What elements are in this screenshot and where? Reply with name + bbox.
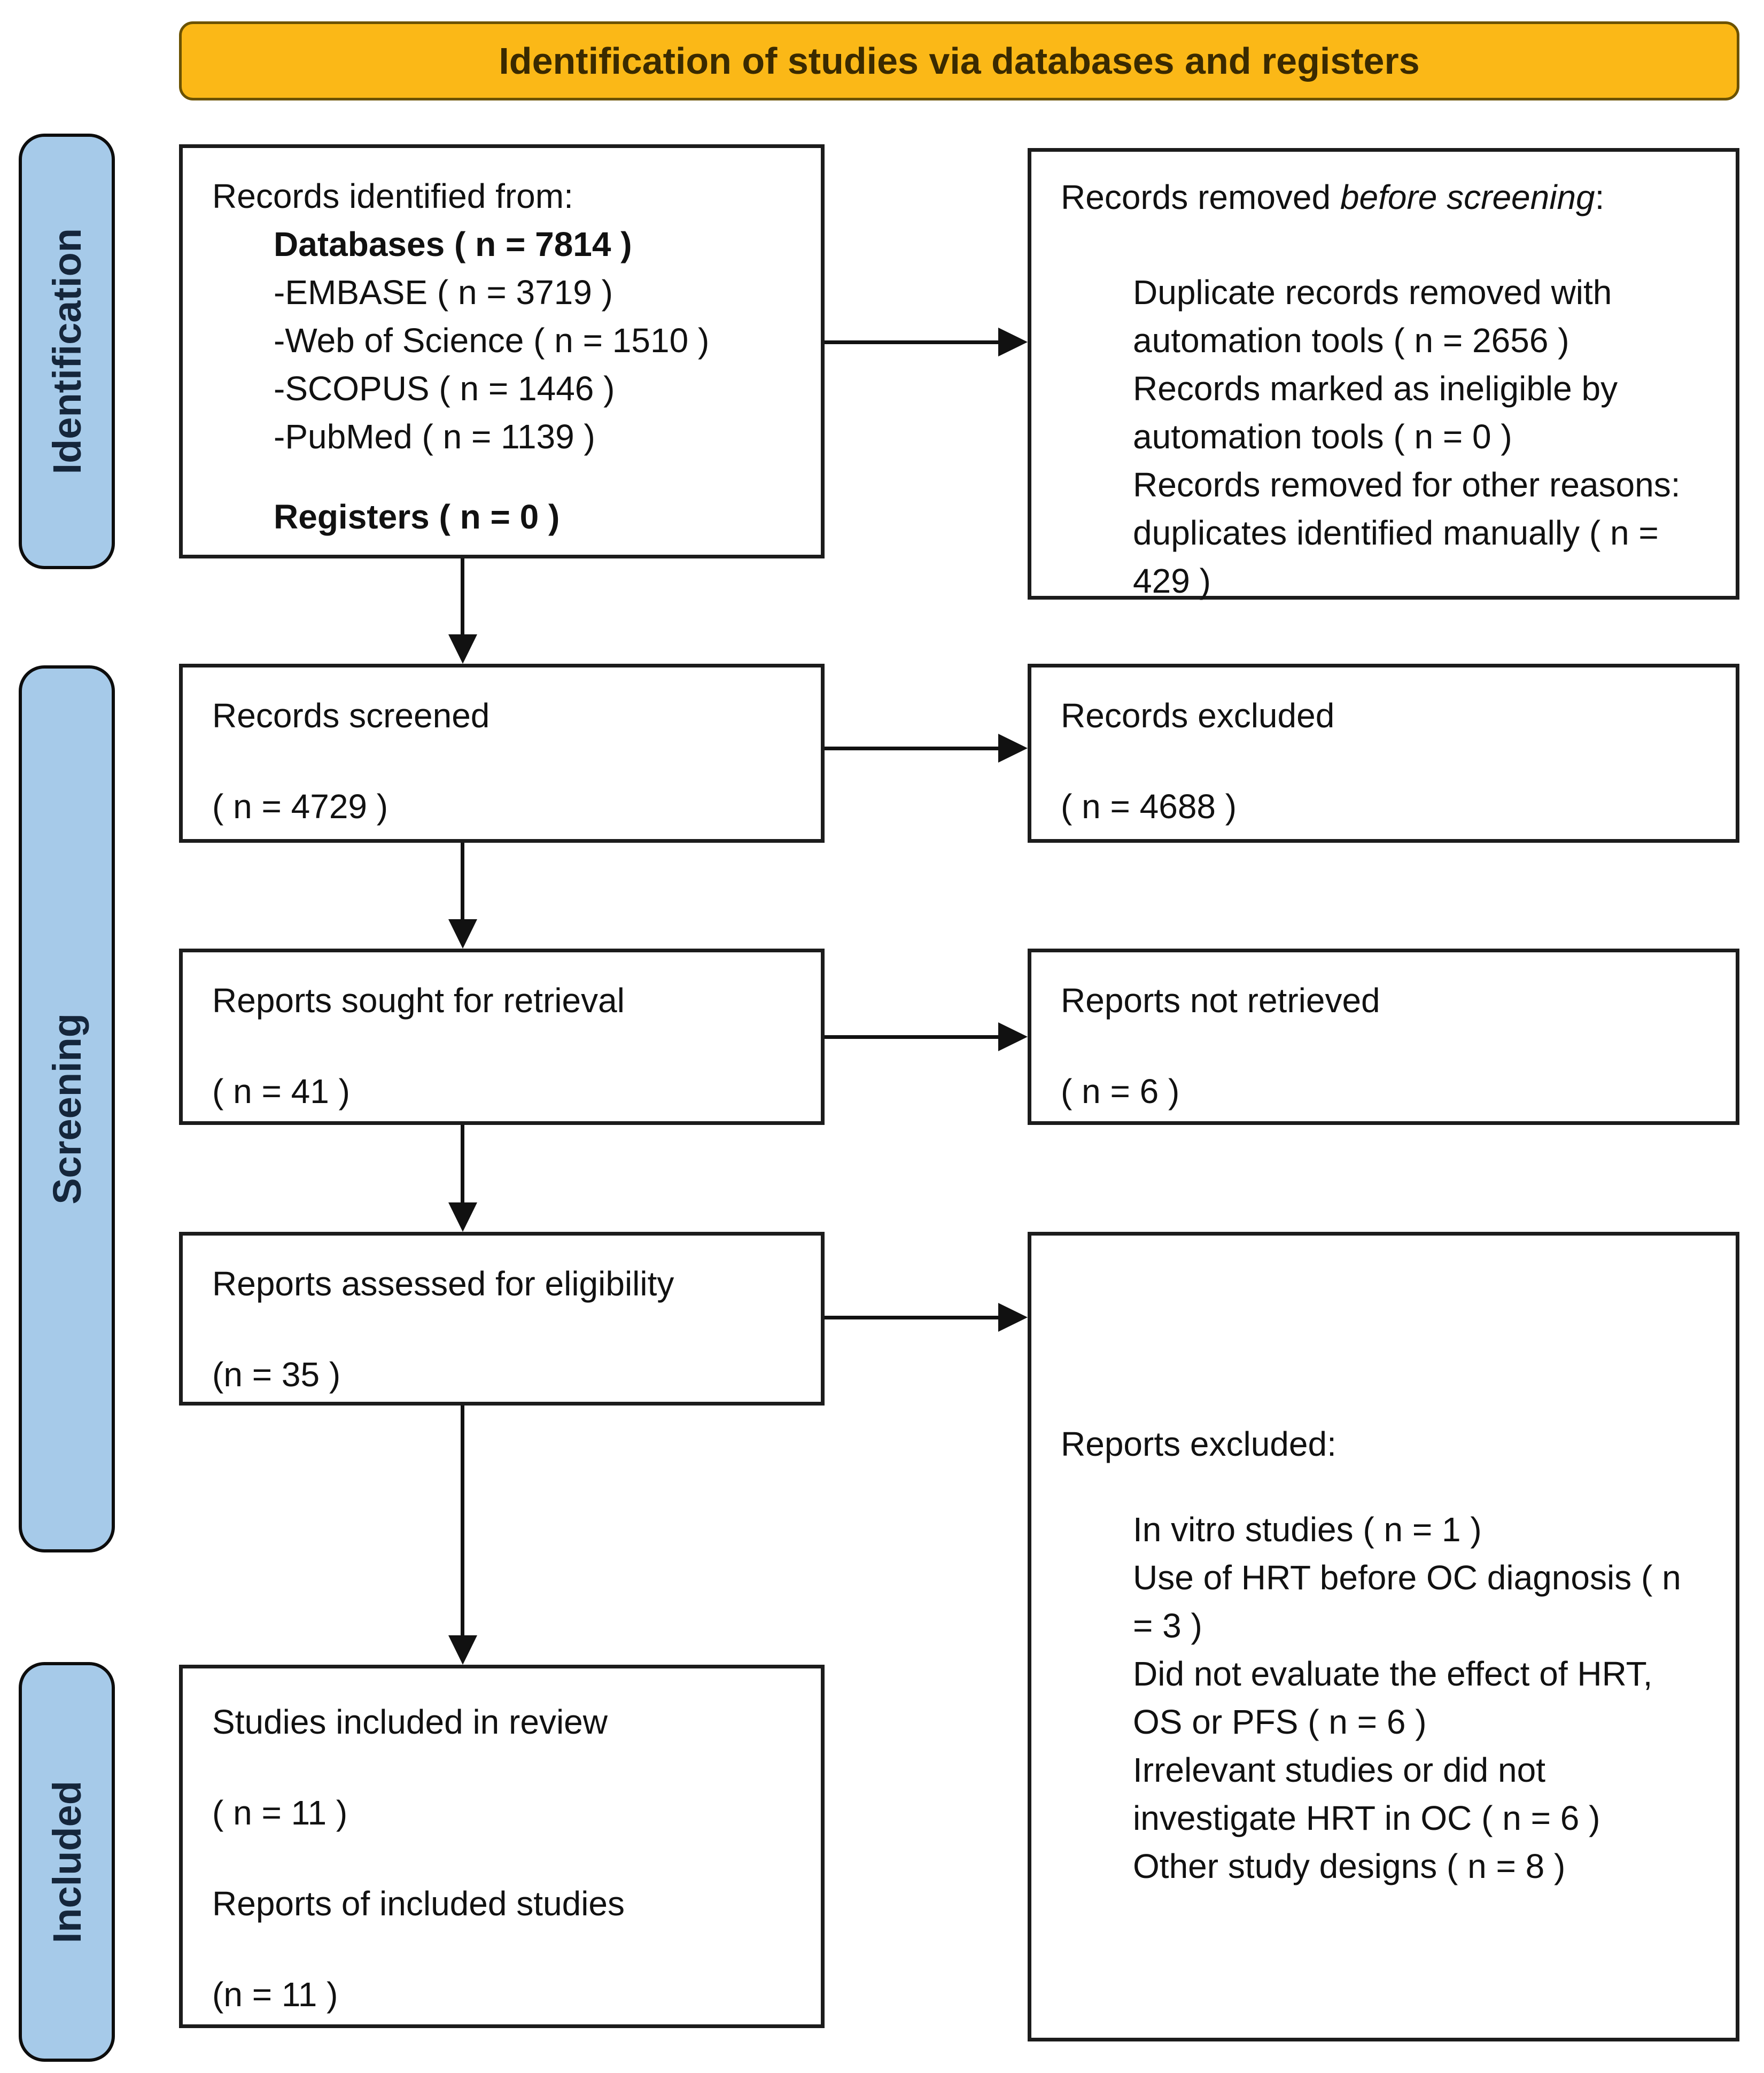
excluded-reason-item: Other study designs ( n = 8 ) (1133, 1847, 1566, 1885)
records-identified-intro: Records identified from: (212, 177, 573, 215)
records-identified-registers: Registers ( n = 0 ) (274, 498, 560, 536)
stage-label-included-text: Included (44, 1780, 89, 1944)
box-records-excluded: Records excluded ( n = 4688 ) (1028, 664, 1739, 843)
banner-title: Identification of studies via databases … (499, 40, 1420, 82)
records-removed-title-suffix: : (1595, 178, 1605, 216)
box-reports-excluded: Reports excluded: In vitro studies ( n =… (1028, 1232, 1739, 2041)
banner: Identification of studies via databases … (179, 21, 1739, 100)
studies-included-line1: Studies included in review (212, 1703, 608, 1741)
box-reports-sought: Reports sought for retrieval ( n = 41 ) (179, 949, 825, 1125)
reports-sought-count: ( n = 41 ) (212, 1072, 350, 1111)
box-records-removed: Records removed before screening: Duplic… (1028, 148, 1739, 600)
stage-label-included: Included (19, 1662, 115, 2062)
excluded-reason-item: Did not evaluate the effect of HRT, OS o… (1133, 1655, 1653, 1741)
excluded-reason-item: Irrelevant studies or did not investigat… (1133, 1751, 1600, 1837)
records-removed-item: Records marked as ineligible by automati… (1133, 369, 1618, 456)
arrowhead-down-icon (448, 1635, 477, 1665)
arrowhead-down-icon (448, 634, 477, 664)
stage-label-screening: Screening (19, 665, 115, 1552)
box-studies-included: Studies included in review ( n = 11 ) Re… (179, 1665, 825, 2028)
box-records-screened: Records screened ( n = 4729 ) (179, 664, 825, 843)
stage-label-identification-text: Identification (44, 228, 89, 475)
records-removed-title-italic: before screening (1340, 178, 1595, 216)
reports-sought-label: Reports sought for retrieval (212, 981, 625, 1020)
records-screened-label: Records screened (212, 696, 490, 735)
box-reports-assessed: Reports assessed for eligibility (n = 35… (179, 1232, 825, 1406)
arrowhead-down-icon (448, 1202, 477, 1232)
records-identified-databases: Databases ( n = 7814 ) (274, 225, 632, 263)
records-identified-source: -SCOPUS ( n = 1446 ) (274, 369, 615, 408)
excluded-reason-item: In vitro studies ( n = 1 ) (1133, 1510, 1482, 1549)
arrow-line (461, 1406, 464, 1635)
arrowhead-right-icon (998, 1022, 1028, 1051)
reports-excluded-title: Reports excluded: (1061, 1425, 1336, 1463)
reports-assessed-label: Reports assessed for eligibility (212, 1264, 674, 1303)
records-removed-item: Records removed for other reasons: dupli… (1133, 465, 1681, 600)
records-identified-source: -EMBASE ( n = 3719 ) (274, 273, 613, 312)
records-excluded-count: ( n = 4688 ) (1061, 787, 1237, 826)
arrowhead-right-icon (998, 328, 1028, 356)
arrowhead-right-icon (998, 1303, 1028, 1332)
studies-included-line2: Reports of included studies (212, 1884, 625, 1923)
records-screened-count: ( n = 4729 ) (212, 787, 388, 826)
records-excluded-label: Records excluded (1061, 696, 1335, 735)
reports-assessed-count: (n = 35 ) (212, 1355, 341, 1394)
records-removed-title: Records removed before screening: (1061, 173, 1714, 221)
records-identified-source: -Web of Science ( n = 1510 ) (274, 321, 710, 360)
arrow-line (825, 340, 998, 344)
arrow-line (825, 1035, 998, 1039)
arrow-line (461, 843, 464, 919)
studies-included-count1: ( n = 11 ) (212, 1794, 348, 1832)
reports-not-retrieved-count: ( n = 6 ) (1061, 1072, 1180, 1111)
arrowhead-down-icon (448, 919, 477, 949)
stage-label-screening-text: Screening (44, 1013, 89, 1205)
arrow-line (825, 747, 998, 750)
excluded-reason-item: Use of HRT before OC diagnosis ( n = 3 ) (1133, 1558, 1681, 1645)
arrow-line (825, 1316, 998, 1319)
arrowhead-right-icon (998, 734, 1028, 763)
records-identified-source: -PubMed ( n = 1139 ) (274, 417, 595, 456)
box-records-identified: Records identified from: Databases ( n =… (179, 144, 825, 558)
records-removed-item: Duplicate records removed with automatio… (1133, 273, 1612, 360)
arrow-line (461, 1125, 464, 1202)
reports-not-retrieved-label: Reports not retrieved (1061, 981, 1380, 1020)
box-reports-not-retrieved: Reports not retrieved ( n = 6 ) (1028, 949, 1739, 1125)
stage-label-identification: Identification (19, 134, 115, 569)
records-removed-title-prefix: Records removed (1061, 178, 1340, 216)
arrow-line (461, 558, 464, 634)
studies-included-count2: (n = 11 ) (212, 1975, 338, 2014)
